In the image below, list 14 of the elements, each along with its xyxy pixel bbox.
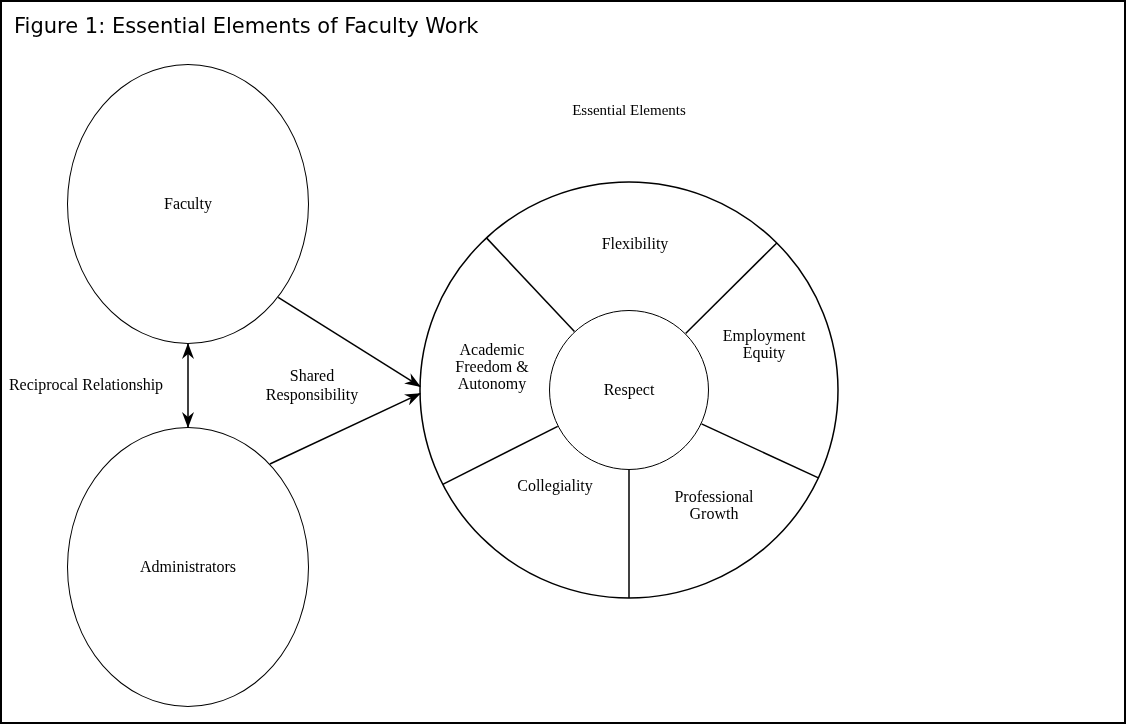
ring-heading: Essential Elements <box>572 102 686 119</box>
arrow-label: Shared Responsibility <box>264 365 360 405</box>
figure-title: Figure 1: Essential Elements of Faculty Work <box>14 14 479 38</box>
segment-label: Academic Freedom & Autonomy <box>442 341 542 393</box>
arrow <box>277 296 421 388</box>
circle-node: Administrators <box>67 427 309 707</box>
segment-label: Employment Equity <box>714 328 814 362</box>
edge-label: Reciprocal Relationship <box>8 375 164 395</box>
segment-label: Professional Growth <box>659 489 769 523</box>
segment-label: Flexibility <box>575 235 695 253</box>
arrow <box>269 392 421 465</box>
segment-label: Collegiality <box>500 477 610 495</box>
circle-node: Faculty <box>67 64 309 344</box>
arrow <box>182 343 194 428</box>
